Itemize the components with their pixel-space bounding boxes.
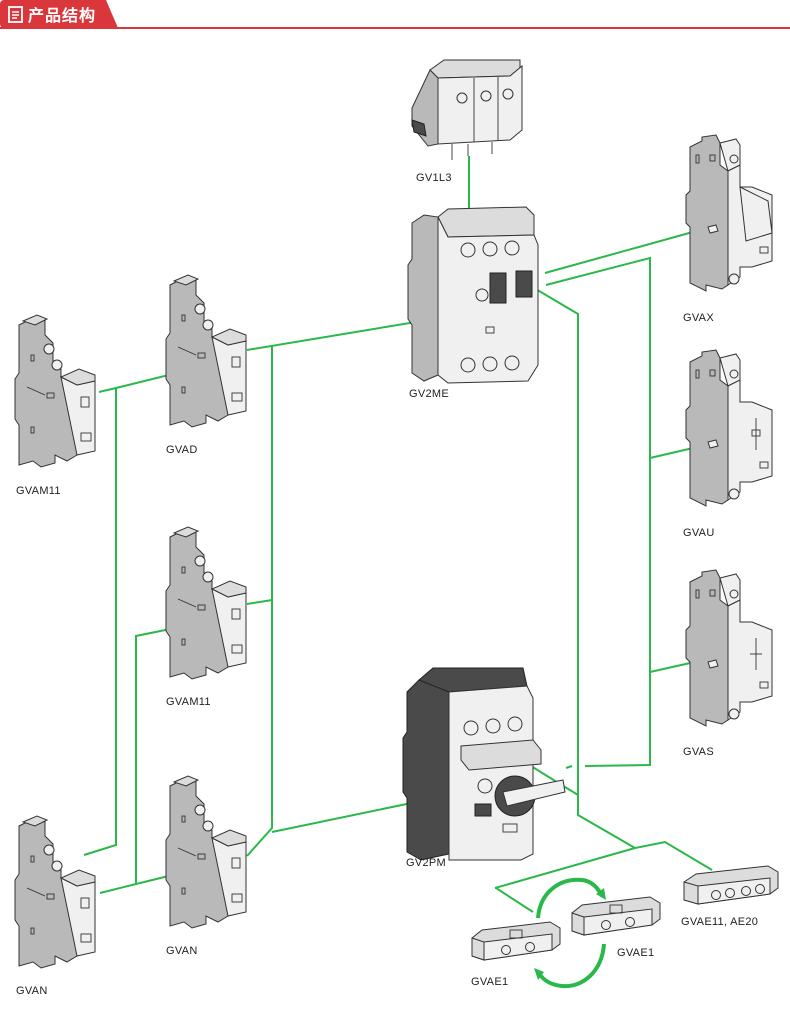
gvad-component[interactable] [165, 274, 247, 428]
gvam11-center-component[interactable] [165, 526, 247, 680]
gvau-component[interactable] [685, 349, 773, 507]
gvam11-left-component[interactable] [14, 314, 96, 468]
label-gvam11-left: GVAM11 [16, 485, 61, 497]
label-gv2pm: GV2PM [406, 857, 446, 869]
gvan-left-component[interactable] [14, 815, 96, 969]
section-title: 产品结构 [28, 8, 97, 25]
gvax-component[interactable] [685, 134, 773, 292]
gvae1-right-component[interactable] [571, 896, 661, 936]
label-gvae1-right: GVAE1 [617, 947, 654, 959]
label-gvad: GVAD [166, 444, 198, 456]
connector-right-trunk [545, 256, 651, 767]
connector-gv2me-gvax [544, 229, 701, 274]
connector-left-trunk [83, 388, 117, 856]
label-gvam11-center: GVAM11 [166, 696, 211, 708]
label-gvae1-left: GVAE1 [471, 976, 508, 988]
gv2pm-component[interactable] [402, 667, 566, 861]
gvae1-left-component[interactable] [471, 921, 561, 961]
label-gv1l3: GV1L3 [416, 172, 452, 184]
header-divider [0, 27, 790, 29]
document-icon [8, 5, 23, 23]
label-gvan-center: GVAN [166, 945, 198, 957]
connector-gvad-gv2me [246, 317, 441, 351]
label-gvas: GVAS [683, 746, 714, 758]
section-header: 产品结构 [0, 0, 790, 30]
gvan-center-component[interactable] [165, 775, 247, 929]
gv1l3-component[interactable] [411, 59, 523, 160]
connector-gvae1 [495, 887, 534, 913]
connector-center-trunk [246, 345, 273, 857]
label-gvae11-ae20: GVAE11, AE20 [681, 916, 758, 928]
connector-gvae-branch [494, 840, 713, 889]
gv2me-component[interactable] [407, 206, 539, 384]
swap-arrows-icon [534, 877, 606, 989]
connector-gv2pm-right [565, 765, 573, 769]
gvas-component[interactable] [685, 569, 773, 727]
label-gvax: GVAX [683, 312, 714, 324]
header-tab: 产品结构 [0, 0, 118, 28]
label-gv2me: GV2ME [409, 388, 449, 400]
gvae11-ae20-component[interactable] [683, 865, 779, 905]
connector-gvam11-center [246, 599, 273, 605]
product-structure-diagram: GV1L3 GV2ME GV2PM GVAX GVAU [14, 59, 779, 997]
label-gvan-left: GVAN [16, 985, 48, 997]
label-gvau: GVAU [683, 527, 715, 539]
